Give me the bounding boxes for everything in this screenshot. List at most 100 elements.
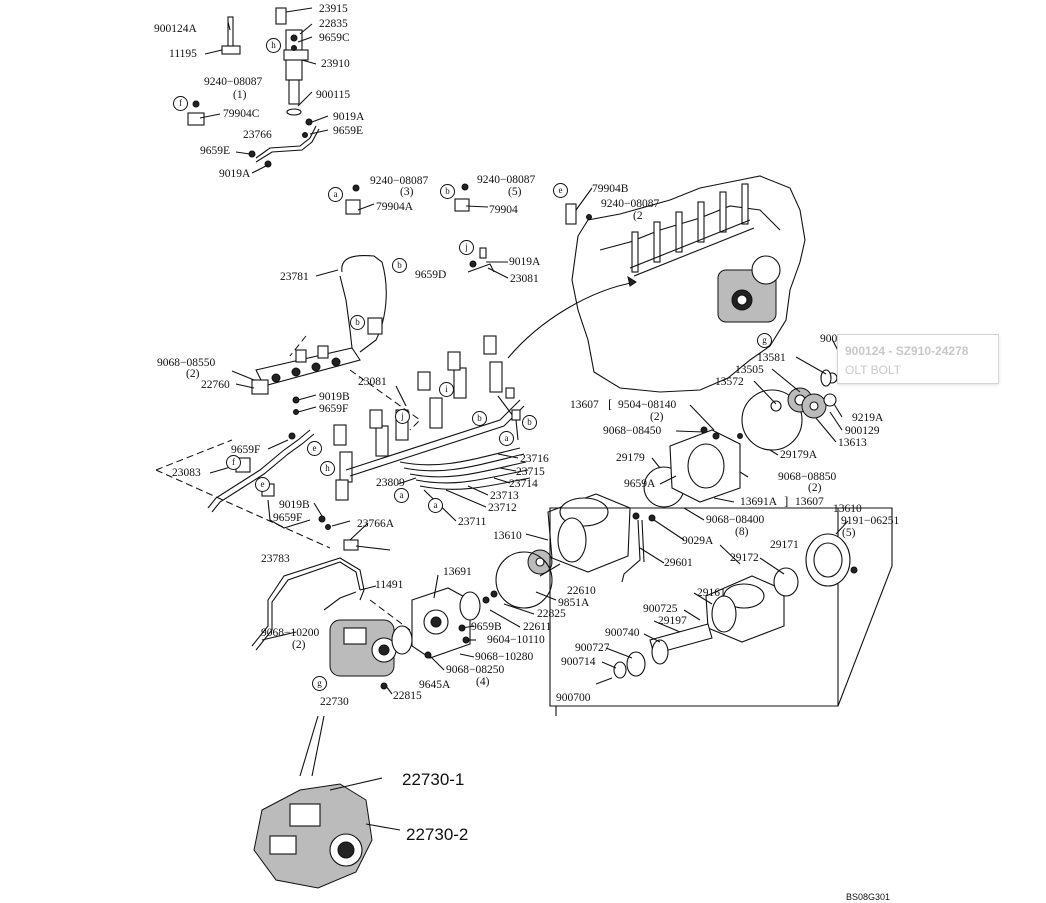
callout-13581: 13581 [757, 352, 786, 364]
callout-29172: 29172 [730, 552, 759, 564]
callout-900727: 900727 [575, 642, 610, 654]
callout-22610: 22610 [567, 585, 596, 597]
callout-79904a: 79904A [376, 201, 414, 213]
callout-23083: 23083 [172, 467, 201, 479]
callout-13607-a: 13607 [570, 399, 599, 411]
callout-13610-right: 13610 [833, 503, 862, 515]
callout-22760: 22760 [201, 379, 230, 391]
callout-9659f-top: 9659F [319, 403, 349, 415]
callout-9240-08087-2: 9240−08087 [601, 198, 660, 210]
circle-letter-b: b [392, 258, 407, 273]
circle-letter-g: g [312, 676, 327, 691]
circle-letter-b: b [350, 315, 365, 330]
callout-23783: 23783 [261, 553, 290, 565]
callout-9068-10280: 9068−10280 [475, 651, 534, 663]
callout-29601: 29601 [664, 557, 693, 569]
callout-9659a: 9659A [624, 478, 656, 490]
circle-letter-a: a [328, 187, 343, 202]
callout-9019b-top: 9019B [319, 391, 350, 403]
callout-9068-08450: 9068−08450 [603, 425, 662, 437]
callout-qty-1: (1) [233, 89, 247, 101]
callout-qty-3: (3) [400, 186, 414, 198]
pipe-23083-art [155, 396, 391, 551]
tooltip-description: OLT BOLT [845, 363, 902, 377]
callout-qty-2-08850: (2) [808, 482, 822, 494]
callout-23716: 23716 [520, 453, 549, 465]
callout-9659e-right: 9659E [333, 125, 364, 137]
pipe-23783-art [251, 557, 411, 651]
callout-22730: 22730 [320, 696, 349, 708]
callout-qty-5: (5) [508, 186, 522, 198]
callout-9659c: 9659C [319, 32, 350, 44]
callout-79904b: 79904B [592, 183, 629, 195]
callout-9068-08400: 9068−08400 [706, 514, 765, 526]
callout-9068-10200: 9068−10200 [261, 627, 320, 639]
callout-9068-08850: 9068−08850 [778, 471, 837, 483]
circle-letter-e: e [307, 441, 322, 456]
callout-9659f-low: 9659F [273, 512, 303, 524]
callout-9659b: 9659B [471, 621, 502, 633]
callout-9019a-j: 9019A [509, 256, 541, 268]
callout-79904c: 79904C [223, 108, 260, 120]
callout-23766a: 23766A [357, 518, 395, 530]
callout-13572: 13572 [715, 376, 744, 388]
circle-letter-b: b [522, 415, 537, 430]
callout-900129: 900129 [845, 425, 880, 437]
leader-lines [199, 7, 849, 695]
circle-letter-f: f [226, 455, 241, 470]
subpart-label-22730-2: 22730-2 [406, 825, 469, 844]
callout-qty-8: (8) [735, 526, 749, 538]
circle-letter-e: e [553, 183, 568, 198]
gear-housing-art [495, 466, 685, 609]
callout-qty-2-9504: (2) [650, 411, 664, 423]
circle-letter-j: j [395, 409, 410, 424]
circle-letter-a: a [499, 431, 514, 446]
callout-900115: 900115 [316, 89, 351, 101]
callout-23910: 23910 [321, 58, 350, 70]
callout-29179: 29179 [616, 452, 645, 464]
circle-letter-e: e [255, 477, 270, 492]
callout-9068-08250: 9068−08250 [446, 664, 505, 676]
callout-qty-4: (4) [476, 676, 490, 688]
callout-13607-b: 13607 [795, 496, 824, 508]
callout-13610-left: 13610 [493, 530, 522, 542]
callout-23713: 23713 [490, 490, 519, 502]
callout-23715: 23715 [516, 466, 545, 478]
callout-9019a-top: 9019A [333, 111, 365, 123]
callout-9604-10110: 9604−10110 [487, 634, 545, 646]
callout-13691: 13691 [443, 566, 472, 578]
callout-qty-2-10200: (2) [292, 639, 306, 651]
callout-9240-08087-3: 9240−08087 [370, 175, 429, 187]
callout-900124a: 900124A [154, 23, 197, 35]
callout-13613: 13613 [838, 437, 867, 449]
callout-900725: 900725 [643, 603, 678, 615]
bracket-mark: [ [608, 396, 613, 411]
cover-13691a-art [669, 389, 803, 503]
supply-pump-art [329, 587, 498, 690]
callout-9851a: 9851A [558, 597, 590, 609]
callout-9240-08087-1: 9240−08087 [204, 76, 263, 88]
callout-23081: 23081 [358, 376, 387, 388]
callout-23081-j: 23081 [510, 273, 539, 285]
callout-9019b-low: 9019B [279, 499, 310, 511]
circle-letter-f: f [173, 96, 188, 111]
injector-detail-art [187, 7, 320, 168]
clamp-sets-art [345, 183, 592, 273]
callout-22815: 22815 [393, 690, 422, 702]
callout-900714: 900714 [561, 656, 596, 668]
circle-letter-a: a [394, 488, 409, 503]
callout-23766: 23766 [243, 129, 272, 141]
callout-23809: 23809 [376, 477, 405, 489]
callout-9219a: 9219A [852, 412, 884, 424]
callout-13691a: 13691A [740, 496, 778, 508]
callout-9019a-left: 9019A [219, 168, 251, 180]
callout-29197: 29197 [658, 615, 687, 627]
callout-900740: 900740 [605, 627, 640, 639]
callout-23714: 23714 [509, 478, 538, 490]
callout-23711: 23711 [458, 516, 487, 528]
assembly-box-art [549, 507, 893, 707]
callout-9068-08550: 9068−08550 [157, 357, 216, 369]
callout-29179a: 29179A [780, 449, 818, 461]
callout-9645a: 9645A [419, 679, 451, 691]
